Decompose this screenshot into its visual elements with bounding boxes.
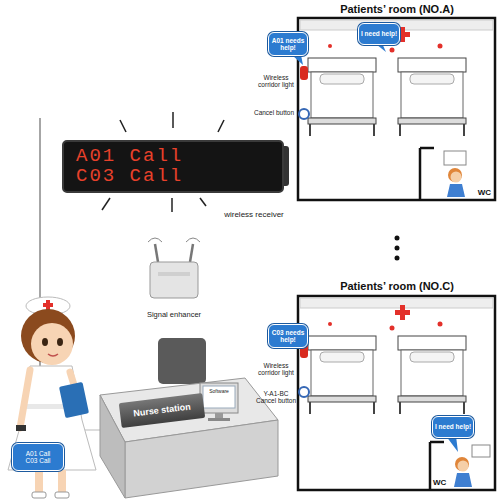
room-area: Patients’ room (NO.A) I need help! WC — [298, 3, 496, 200]
display-line: C03 Call — [76, 166, 270, 186]
speech-bubble: C03 needs help! — [268, 324, 308, 348]
watch-text: C03 Call — [15, 457, 61, 464]
sign-text: Nurse station — [133, 402, 191, 420]
device-label: wireless receiver — [212, 210, 296, 219]
speech-bubble: I need help! — [432, 416, 474, 438]
bubble-text: I need help! — [361, 30, 397, 37]
room-area: Patients’ room (NO.C) I need help! WC — [298, 280, 496, 492]
display-line: A01 Call — [76, 146, 270, 166]
watch-bubble: A01 CallC03 Call — [12, 443, 64, 471]
device-label: Wireless corridor light — [254, 362, 298, 377]
bubble-text: C03 needs help! — [271, 329, 305, 344]
device-label: Signal enhancer — [134, 311, 214, 320]
speech-bubble: I need help! — [358, 23, 400, 45]
device-label: Wireless corridor light — [254, 74, 298, 89]
wc-area: WC — [430, 442, 494, 490]
room-heading: Patients’ room (NO.C) — [298, 280, 496, 293]
led-display: A01 CallC03 Call — [62, 140, 284, 193]
speech-bubble: A01 needs help! — [268, 32, 308, 56]
bubble-text: I need help! — [435, 423, 471, 430]
screen-text: Software — [204, 389, 234, 395]
wc-area: WC — [422, 148, 494, 200]
device-label: Cancel button — [250, 109, 298, 116]
wc-label: WC — [433, 478, 446, 487]
device-label: Y-A1-BC Cancel button — [254, 390, 298, 405]
wc-label: WC — [478, 188, 491, 197]
room-heading: Patients’ room (NO.A) — [298, 3, 496, 16]
watch-text: A01 Call — [15, 450, 61, 457]
bubble-text: A01 needs help! — [271, 37, 305, 52]
